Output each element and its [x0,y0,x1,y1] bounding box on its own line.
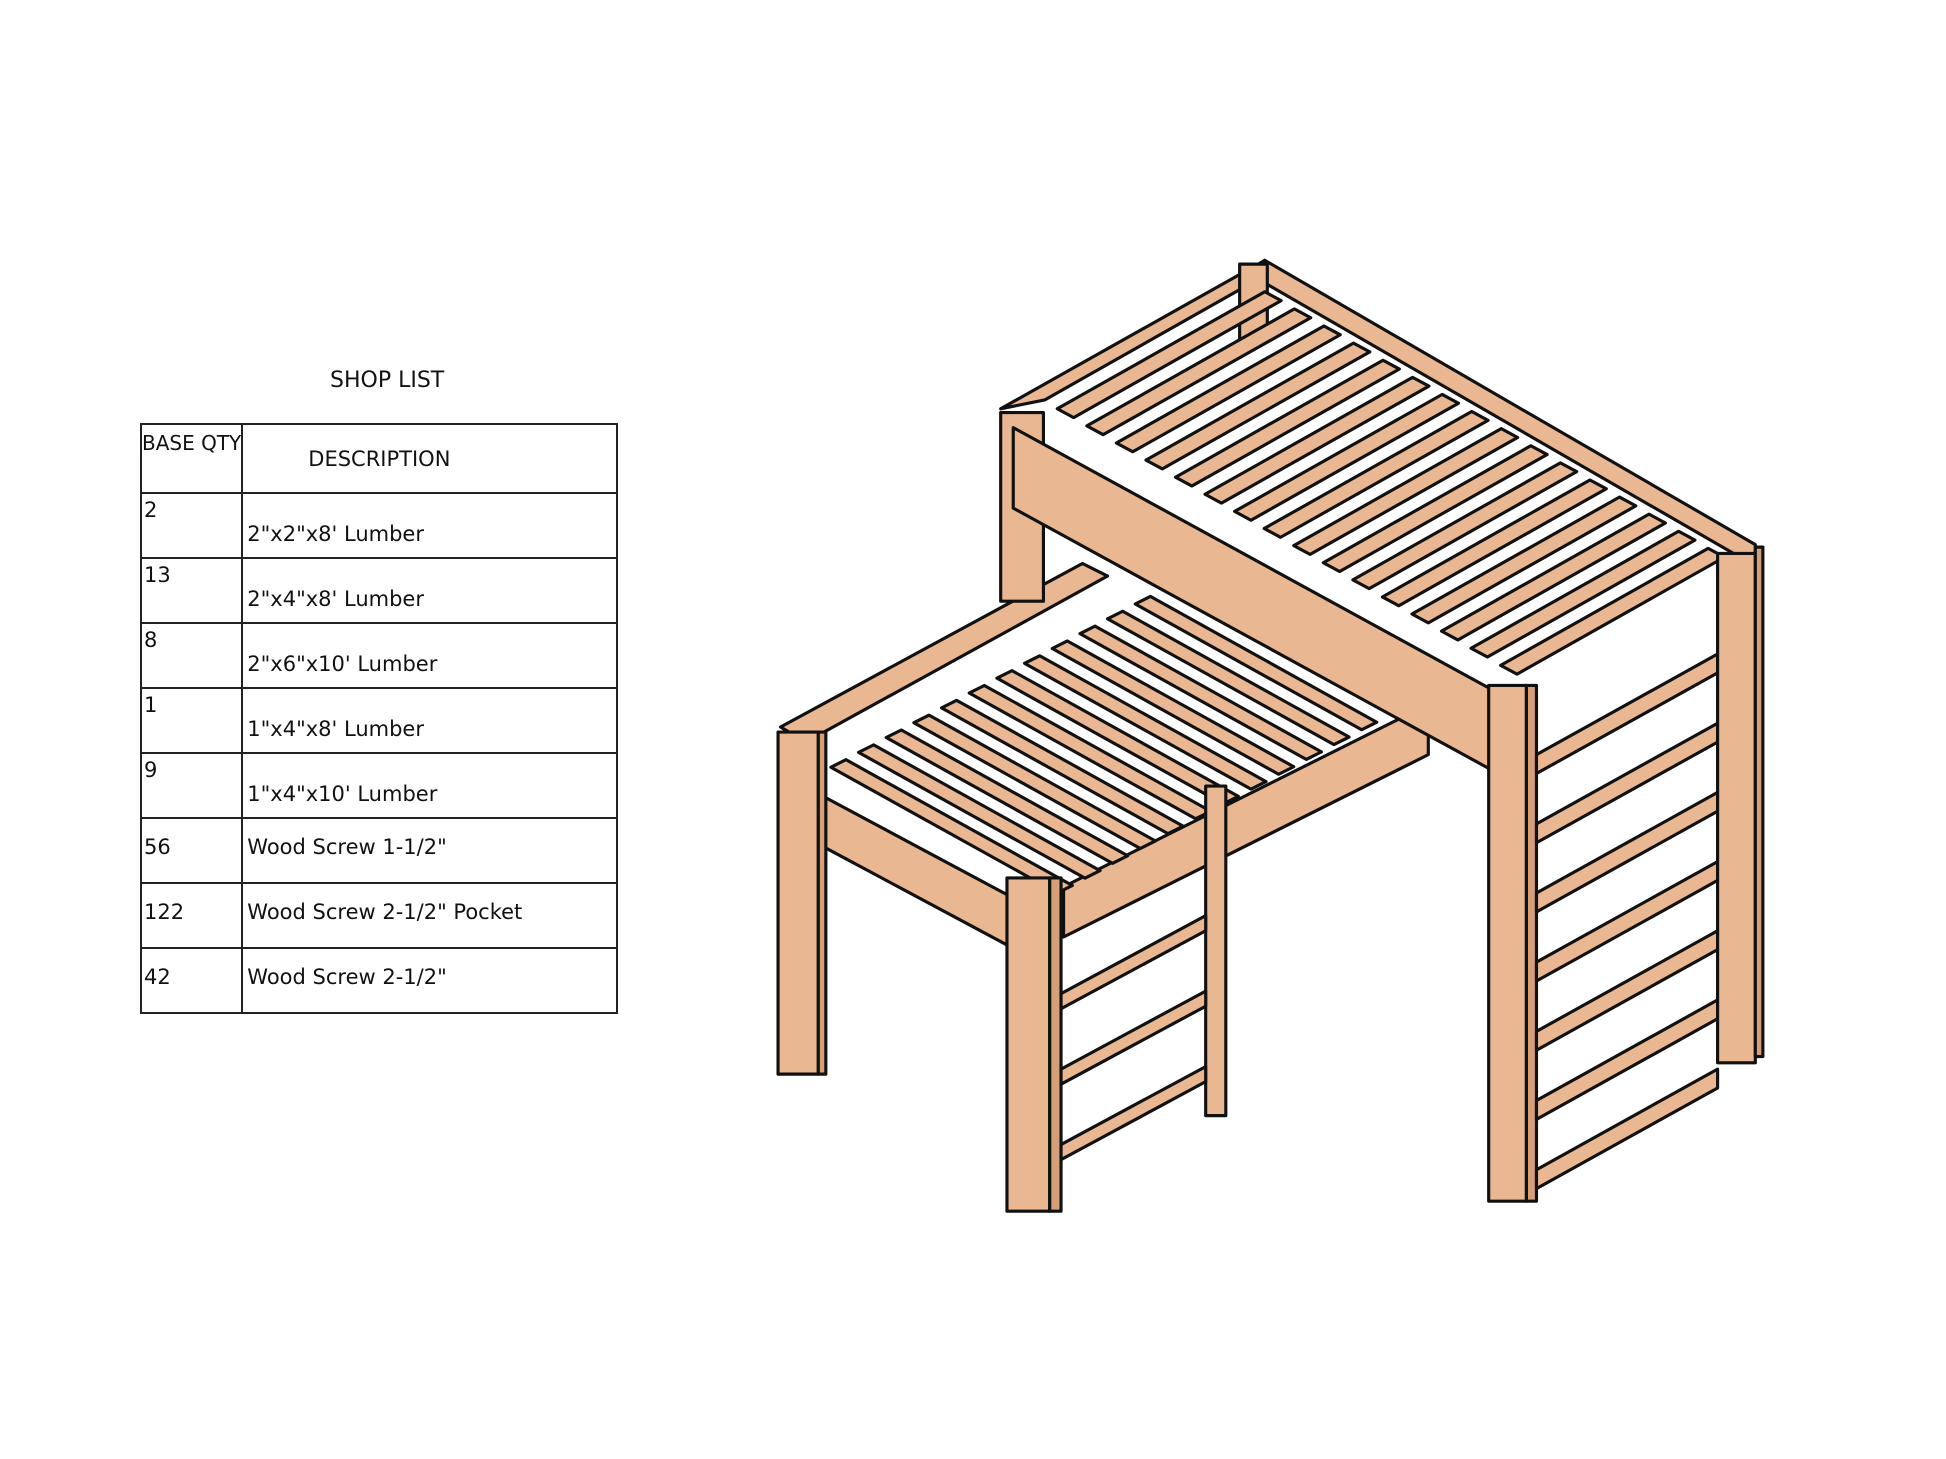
qty-header: BASE QTY [139,423,244,494]
lower-post-left-side [816,730,828,1076]
upper-slat [1469,529,1697,659]
upper-post-right [1716,551,1757,1065]
description-value: 2"x6"x10' Lumber [247,652,438,676]
ladder-rail [1204,784,1228,1118]
description-cell: 2"x2"x8' Lumber [241,492,618,559]
ladder-rung [1059,989,1208,1086]
table-row: 42 Wood Screw 2-1/2" [139,947,618,1014]
description-cell: Wood Screw 2-1/2" [241,947,618,1014]
upper-slat [1292,427,1520,556]
table-header-row: BASE QTY DESCRIPTION [139,423,618,494]
lower-bed [776,561,1430,1213]
upper-bed [999,258,1765,1203]
description-cell: Wood Screw 2-1/2" Pocket [241,882,618,949]
upper-slat [1439,512,1667,642]
lower-slat [1022,654,1268,791]
description-cell: Wood Screw 1-1/2" [241,817,618,884]
qty-cell: 13 [139,557,244,624]
qty-cell: 1 [139,687,244,754]
lower-slat [1106,609,1351,747]
qty-value: 9 [144,758,158,782]
lower-slat [1050,639,1296,776]
upper-slat [1173,358,1401,488]
table-row: 1 1"x4"x8' Lumber [139,687,618,754]
table-row: 13 2"x4"x8' Lumber [139,557,618,624]
lower-slat [829,758,1074,895]
lower-post-right-side [1048,876,1063,1213]
lower-post-right [1005,876,1052,1213]
table-row: 56 Wood Screw 1-1/2" [139,817,618,884]
description-cell: 1"x4"x8' Lumber [241,687,618,754]
description-value: 1"x4"x10' Lumber [247,782,438,806]
qty-value: 13 [144,563,171,587]
upper-post-front [1487,683,1528,1203]
qty-value: 1 [144,693,158,717]
upper-post-right-side [1753,545,1765,1059]
qty-value: 122 [144,900,185,924]
table-row: 9 1"x4"x10' Lumber [139,752,618,819]
qty-value: 2 [144,498,158,522]
qty-cell: 42 [139,947,244,1014]
lower-slat [884,728,1130,865]
end-rung [1534,1067,1720,1191]
upper-slat [1262,409,1490,539]
qty-cell: 122 [139,882,244,949]
description-value: 2"x2"x8' Lumber [247,522,424,546]
description-value: Wood Screw 2-1/2" Pocket [247,900,523,924]
qty-value: 56 [144,835,171,859]
description-value: 1"x4"x8' Lumber [247,717,424,741]
lower-post-left [776,730,820,1076]
description-value: Wood Screw 1-1/2" [247,835,447,859]
shop-list-title: SHOP LIST [330,368,445,393]
qty-cell: 8 [139,622,244,689]
upper-slat [1410,495,1638,625]
table-row: 2 2"x2"x8' Lumber [139,492,618,559]
ladder-rung [1059,1065,1208,1162]
upper-slat [1321,444,1549,574]
lower-slat [1133,594,1379,732]
ladder-rung [1059,914,1208,1011]
lower-slat [1078,624,1323,762]
lower-side-rail [1061,702,1430,939]
upper-slat [1233,392,1461,522]
upper-slat [1203,375,1431,505]
qty-cell: 56 [139,817,244,884]
table-row: 122 Wood Screw 2-1/2" Pocket [139,882,618,949]
upper-slat [1351,461,1579,591]
description-cell: 2"x4"x8' Lumber [241,557,618,624]
description-value: 2"x4"x8' Lumber [247,587,424,611]
lower-slat [939,698,1185,836]
upper-post-front-side [1524,683,1539,1203]
description-value: Wood Screw 2-1/2" [247,965,447,989]
upper-slat [1085,307,1313,437]
description-cell: 1"x4"x10' Lumber [241,752,618,819]
qty-cell: 9 [139,752,244,819]
shop-list-table: BASE QTY DESCRIPTION 2 2"x2"x8' Lumber 13 2… [139,423,618,1014]
qty-cell: 2 [139,492,244,559]
lower-slat [995,669,1240,806]
qty-value: 42 [144,965,171,989]
lower-slat [856,743,1102,880]
description-header: DESCRIPTION [241,423,618,494]
description-cell: 2"x6"x10' Lumber [241,622,618,689]
upper-slat [1380,478,1608,608]
upper-slat [1055,290,1283,420]
lower-slat [912,713,1157,851]
upper-slat [1144,341,1372,471]
upper-slat [1114,324,1342,454]
qty-value: 8 [144,628,158,652]
table-row: 8 2"x6"x10' Lumber [139,622,618,689]
